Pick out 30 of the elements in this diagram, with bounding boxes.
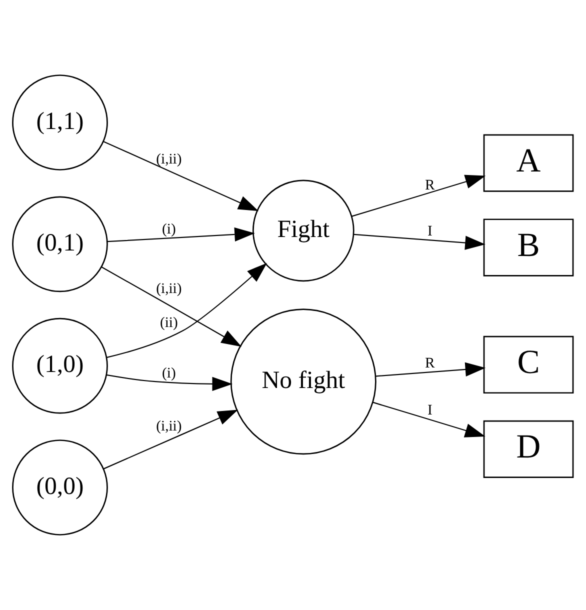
edge-label: I — [428, 224, 432, 240]
edge-label: I — [428, 402, 432, 419]
node-box: A — [483, 134, 574, 192]
arrow — [106, 374, 233, 392]
arrow — [103, 410, 238, 470]
node-circle: (0,1) — [12, 196, 108, 292]
node-circle: No fight — [230, 308, 376, 455]
edge-label: R — [425, 355, 435, 372]
arrow — [372, 402, 486, 438]
node-circle: Fight — [252, 180, 354, 282]
node-box: C — [483, 336, 574, 394]
arrow — [106, 262, 268, 358]
edge-label: (ii) — [160, 314, 178, 331]
arrow — [354, 234, 486, 250]
edge-label: (i,ii) — [156, 281, 182, 298]
edge-label: (i,ii) — [156, 152, 182, 168]
edge-label: (i,ii) — [156, 418, 182, 434]
arrow — [101, 266, 242, 347]
edge-label: R — [425, 177, 435, 194]
arrow — [352, 174, 486, 217]
node-box: B — [483, 218, 574, 276]
arrow — [102, 140, 259, 212]
node-box: D — [483, 420, 574, 478]
node-circle: (1,0) — [12, 318, 108, 414]
node-circle: (1,1) — [12, 74, 108, 170]
edge-label: (i) — [162, 221, 176, 238]
arrow — [107, 227, 255, 242]
arrow — [376, 362, 486, 377]
edge-label: (i) — [162, 366, 176, 382]
node-circle: (0,0) — [12, 440, 108, 536]
